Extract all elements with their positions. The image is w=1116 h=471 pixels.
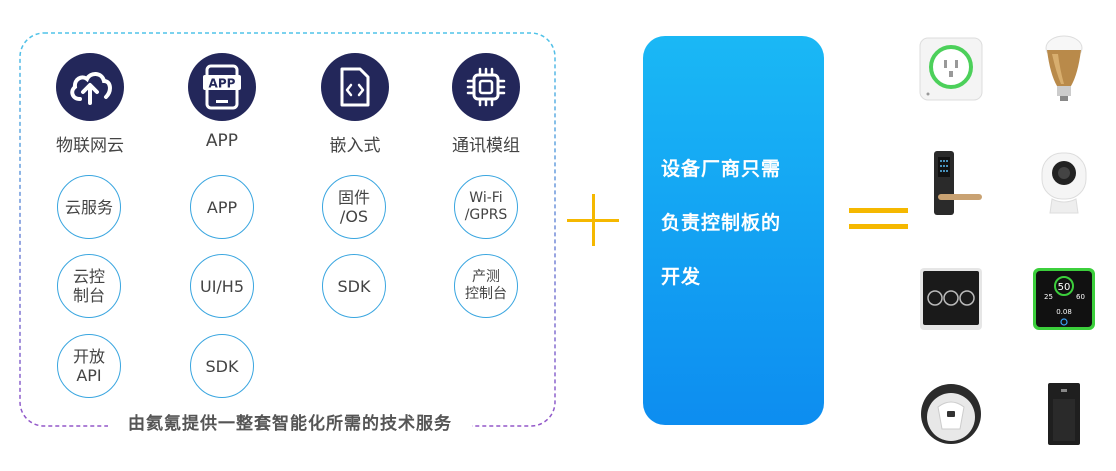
- service-app-sdk: SDK: [190, 334, 254, 398]
- column-embedded: 嵌入式: [300, 53, 410, 156]
- box-line-2: 负责控制板的: [661, 212, 782, 234]
- manufacturer-box: 设备厂商只需 负责控制板的 开发: [643, 36, 824, 425]
- service-open-api: 开放 API: [57, 334, 121, 398]
- service-ui-h5: UI/H5: [190, 254, 254, 318]
- smart-camera-icon: [1028, 148, 1100, 220]
- plus-sign-v: [592, 194, 595, 246]
- service-production-console: 产测 控制台: [454, 254, 518, 318]
- code-file-icon: [321, 53, 389, 121]
- smart-socket-icon: [915, 33, 987, 105]
- smart-door-lock-icon: [915, 148, 987, 220]
- robot-vacuum-icon: [915, 378, 987, 450]
- equals-sign-top: [849, 208, 908, 213]
- aqm-left-value: 25: [1044, 293, 1053, 301]
- service-app: APP: [190, 175, 254, 239]
- column-comm-module: 通讯模组: [431, 53, 541, 156]
- box-line-3: 开发: [661, 266, 702, 288]
- cloud-upload-icon: [56, 53, 124, 121]
- service-firmware-os: 固件 /OS: [322, 175, 386, 239]
- box-line-1: 设备厂商只需: [661, 158, 782, 180]
- column-label: 嵌入式: [329, 136, 381, 156]
- equals-sign-bottom: [849, 224, 908, 229]
- smart-bulb-icon: [1028, 33, 1100, 105]
- app-icon-text: APP: [209, 77, 236, 91]
- column-app: APP APP: [167, 53, 277, 151]
- column-label: 通讯模组: [452, 136, 520, 156]
- aqm-bottom-value: 0.08: [1056, 308, 1072, 316]
- aqm-main-value: 50: [1058, 282, 1071, 293]
- chip-icon: [452, 53, 520, 121]
- air-quality-monitor-icon: 50 25 60 0.08: [1028, 263, 1100, 335]
- service-cloud: 云服务: [57, 175, 121, 239]
- air-purifier-icon: [1028, 378, 1100, 450]
- column-label: APP: [205, 131, 239, 151]
- service-cloud-console: 云控 制台: [57, 254, 121, 318]
- smart-switch-panel-icon: [915, 263, 987, 335]
- column-label: 物联网云: [56, 136, 124, 156]
- aqm-right-value: 60: [1076, 293, 1085, 301]
- frame-caption: 由氦氪提供一整套智能化所需的技术服务: [108, 410, 472, 438]
- service-wifi-gprs: Wi-Fi /GPRS: [454, 175, 518, 239]
- service-embedded-sdk: SDK: [322, 254, 386, 318]
- column-iot-cloud: 物联网云: [35, 53, 145, 156]
- app-icon: APP: [188, 53, 256, 121]
